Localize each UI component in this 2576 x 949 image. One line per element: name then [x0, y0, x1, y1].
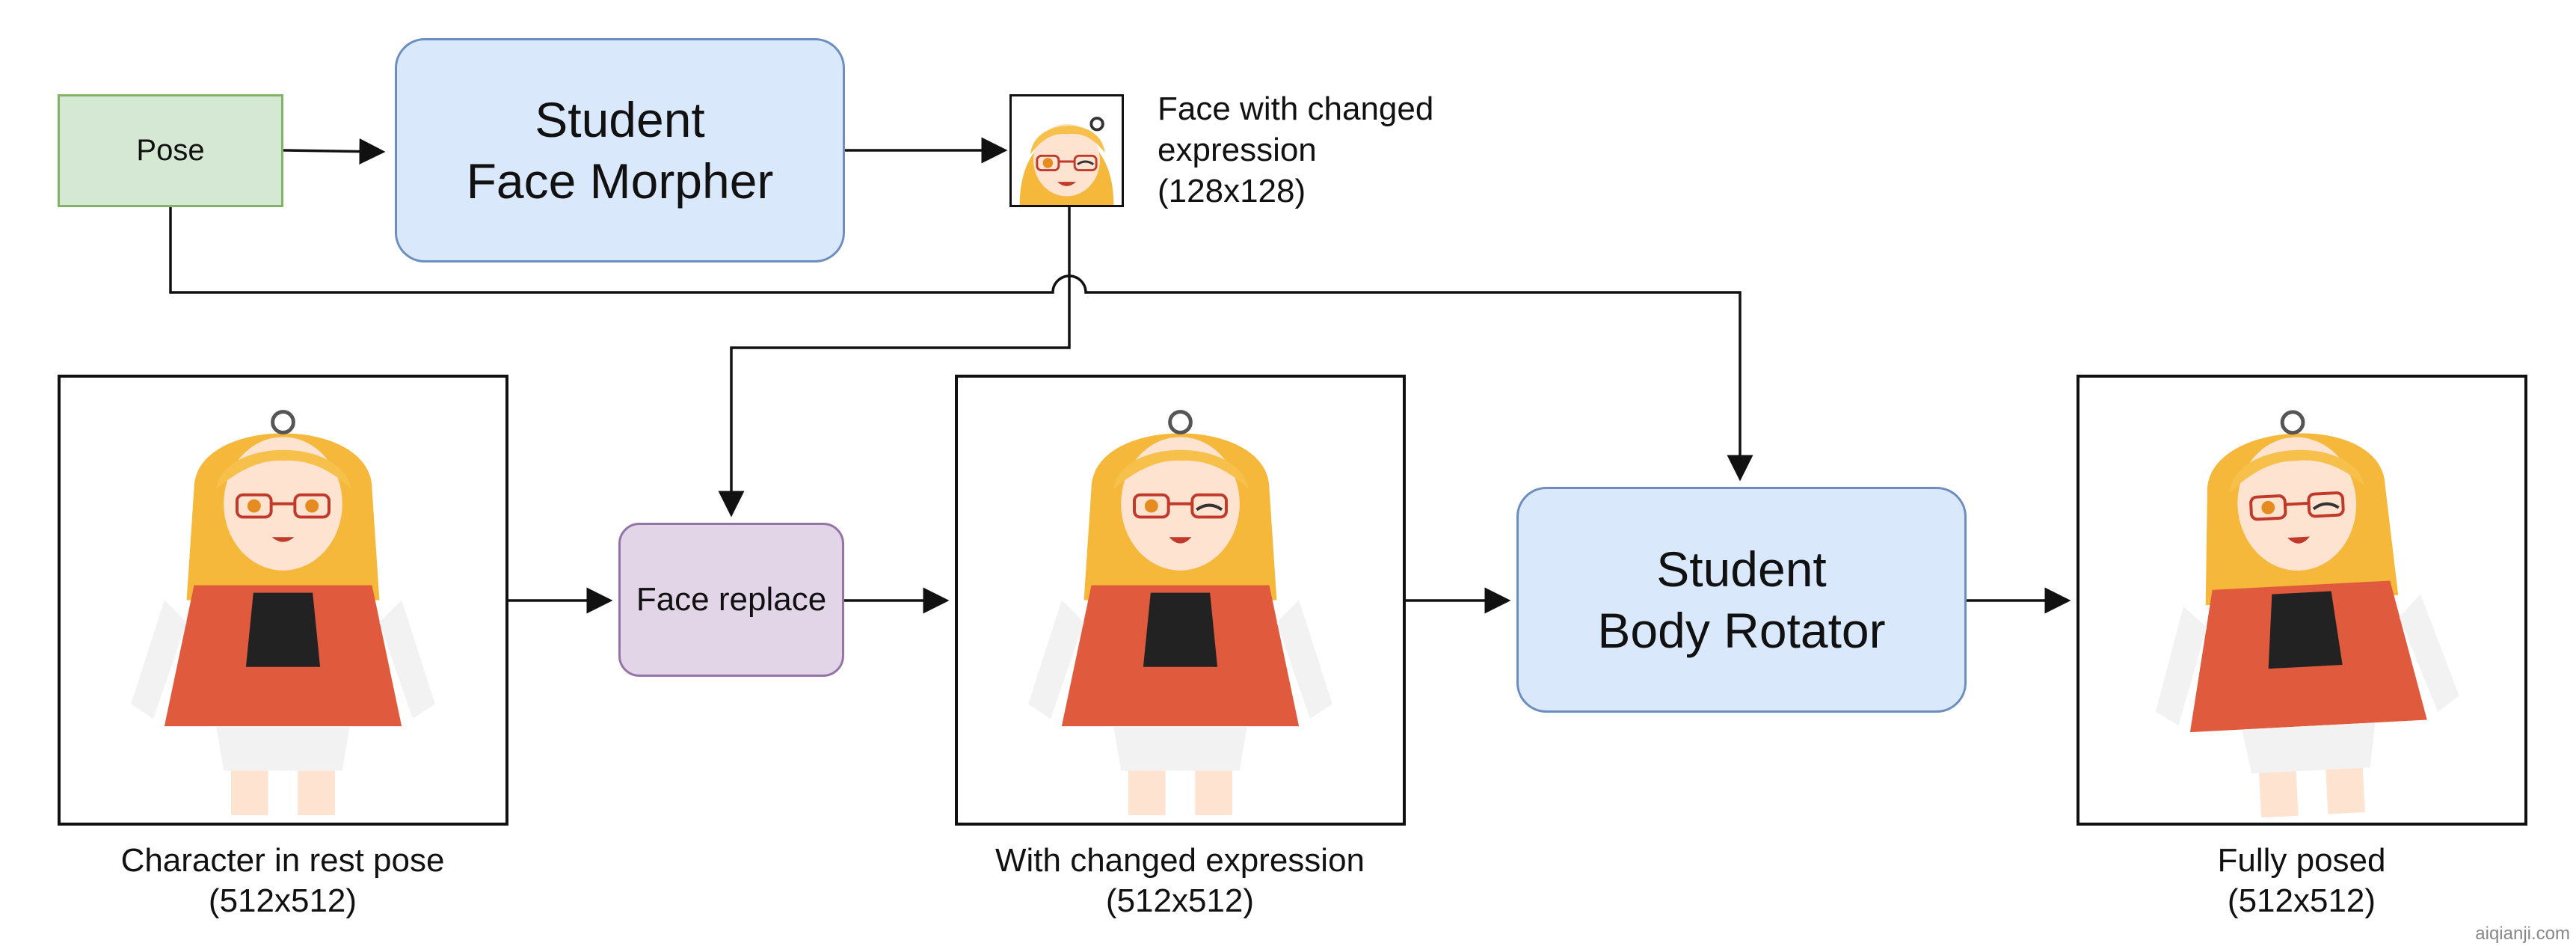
- character-fully-posed-illustration: [2155, 410, 2459, 818]
- face-caption-line-3: (128x128): [1158, 173, 1306, 209]
- character-rest-pose-illustration: [131, 410, 435, 816]
- morpher-label-line-1: Student: [535, 92, 705, 147]
- character-changed-expression-illustration: [1028, 410, 1332, 816]
- rest-pose-caption: Character in rest pose (512x512): [21, 841, 544, 921]
- morpher-label-line-2: Face Morpher: [466, 153, 774, 209]
- rest-pose-image: [58, 375, 508, 826]
- arrow-pose-to-morpher: [283, 138, 386, 165]
- face-caption: Face with changed expression (128x128): [1158, 88, 1531, 212]
- full-caption-line-2: (512x512): [2227, 882, 2376, 919]
- changed-caption-line-1: With changed expression: [995, 842, 1365, 879]
- changed-caption-line-2: (512x512): [1105, 882, 1255, 919]
- changed-expression-caption: With changed expression (512x512): [918, 841, 1442, 921]
- face-closeup-illustration: [1012, 96, 1121, 205]
- rotator-label-line-1: Student: [1656, 541, 1827, 597]
- changed-expression-image: [955, 375, 1406, 826]
- rest-caption-line-2: (512x512): [208, 882, 357, 919]
- full-caption-line-1: Fully posed: [2217, 842, 2386, 879]
- face-caption-line-1: Face with changed: [1158, 90, 1434, 127]
- pose-label: Pose: [136, 134, 205, 167]
- fully-posed-image: [2077, 375, 2527, 826]
- fully-posed-caption: Fully posed (512x512): [2040, 841, 2563, 921]
- arrow-face-to-replace: [718, 207, 1071, 518]
- face-caption-line-2: expression: [1158, 132, 1317, 168]
- pose-node: Pose: [58, 94, 283, 207]
- rotator-label-line-2: Body Rotator: [1597, 603, 1886, 658]
- student-body-rotator-node: Student Body Rotator: [1516, 487, 1967, 713]
- watermark: aiqianji.com: [2475, 924, 2570, 944]
- student-face-morpher-node: Student Face Morpher: [395, 38, 845, 262]
- changed-face-thumbnail: [1009, 94, 1124, 207]
- rest-caption-line-1: Character in rest pose: [120, 842, 445, 879]
- face-replace-node: Face replace: [618, 523, 844, 677]
- face-replace-label: Face replace: [636, 581, 827, 618]
